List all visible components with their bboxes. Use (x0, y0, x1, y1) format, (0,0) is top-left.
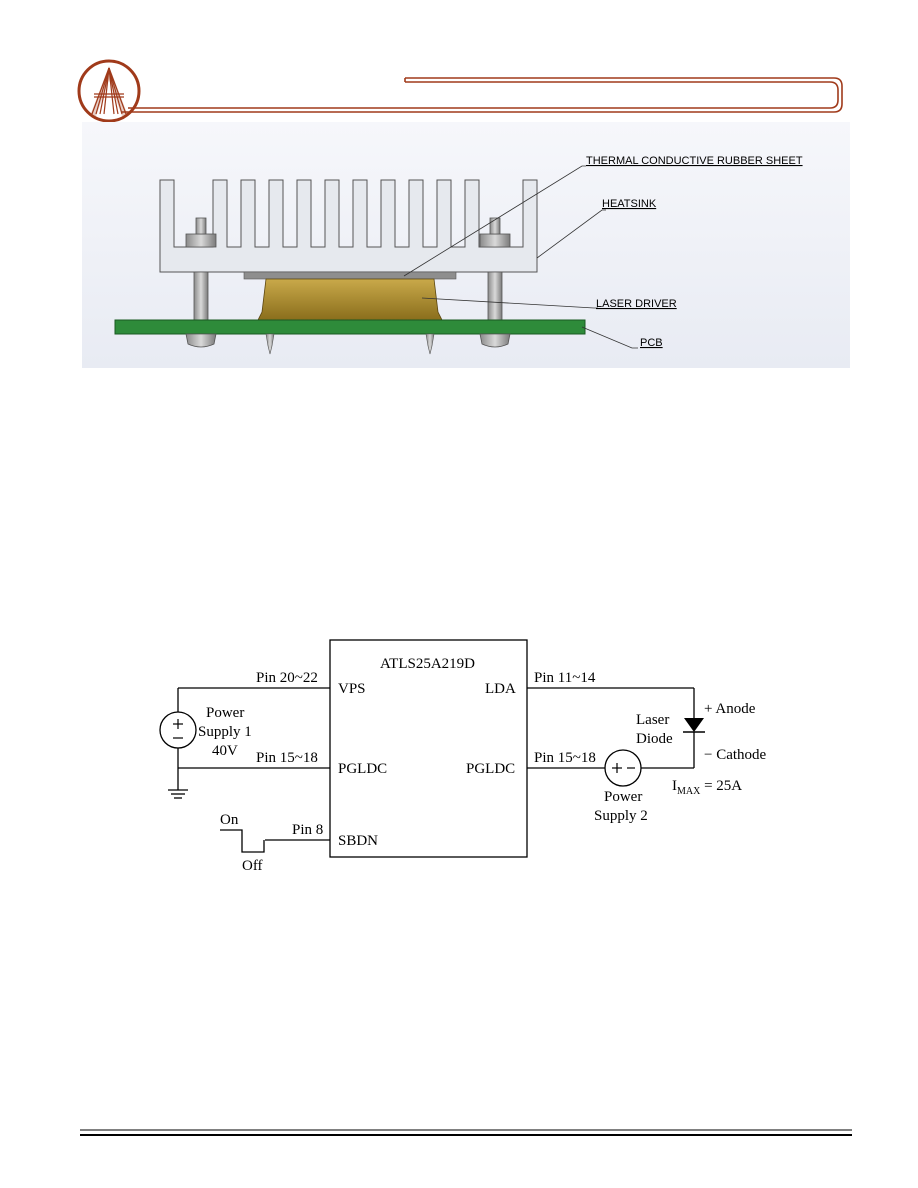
pin-lda-label: LDA (485, 681, 516, 697)
laser-driver-shape (257, 278, 443, 321)
chip-box (329, 639, 528, 858)
pin-lda-number: Pin 11~14 (534, 670, 596, 686)
laser-line1: Laser (636, 712, 669, 728)
pcb-shape (114, 319, 586, 335)
cathode-label: − Cathode (704, 747, 767, 763)
label-laser-driver: LASER DRIVER (596, 298, 677, 310)
pin-sbdn-label: SBDN (338, 833, 378, 849)
header-rule (122, 77, 843, 113)
circuit-schematic: ATLS25A219D VPS PGLDC SBDN LDA PGLDC Pin… (159, 639, 767, 874)
anode-label: + Anode (704, 701, 756, 717)
supply1-symbol (159, 711, 197, 749)
supply2-line2: Supply 2 (594, 808, 648, 824)
imax-label: IMAX = 25A (672, 778, 742, 797)
rubber-sheet-shape (243, 271, 457, 280)
footer-rule (80, 1129, 852, 1136)
pin-vps-label: VPS (338, 681, 366, 697)
pin-pgldc-left-number: Pin 15~18 (256, 750, 318, 766)
label-rubber-sheet: THERMAL CONDUCTIVE RUBBER SHEET (586, 155, 803, 167)
heatsink-shape (159, 179, 538, 273)
supply2-line1: Power (604, 789, 642, 805)
pin-vps-number: Pin 20~22 (256, 670, 318, 686)
label-pcb: PCB (640, 337, 663, 349)
pin-pgldc-right-label: PGLDC (466, 761, 515, 777)
supply1-voltage: 40V (212, 743, 238, 759)
label-heatsink: HEATSINK (602, 198, 657, 210)
switch-off-label: Off (242, 858, 263, 874)
pin-sbdn-number: Pin 8 (292, 822, 323, 838)
laser-line2: Diode (636, 731, 673, 747)
laser-diode-symbol (683, 718, 705, 733)
pin-pgldc-right-number: Pin 15~18 (534, 750, 596, 766)
supply2-symbol (604, 749, 642, 787)
company-logo (77, 59, 141, 123)
pin-pgldc-left-label: PGLDC (338, 761, 387, 777)
chip-name: ATLS25A219D (380, 656, 475, 672)
supply1-line1: Power (206, 705, 244, 721)
assembly-figure: THERMAL CONDUCTIVE RUBBER SHEET HEATSINK… (82, 122, 850, 368)
switch-on-label: On (220, 812, 239, 828)
supply1-line2: Supply 1 (198, 724, 252, 740)
